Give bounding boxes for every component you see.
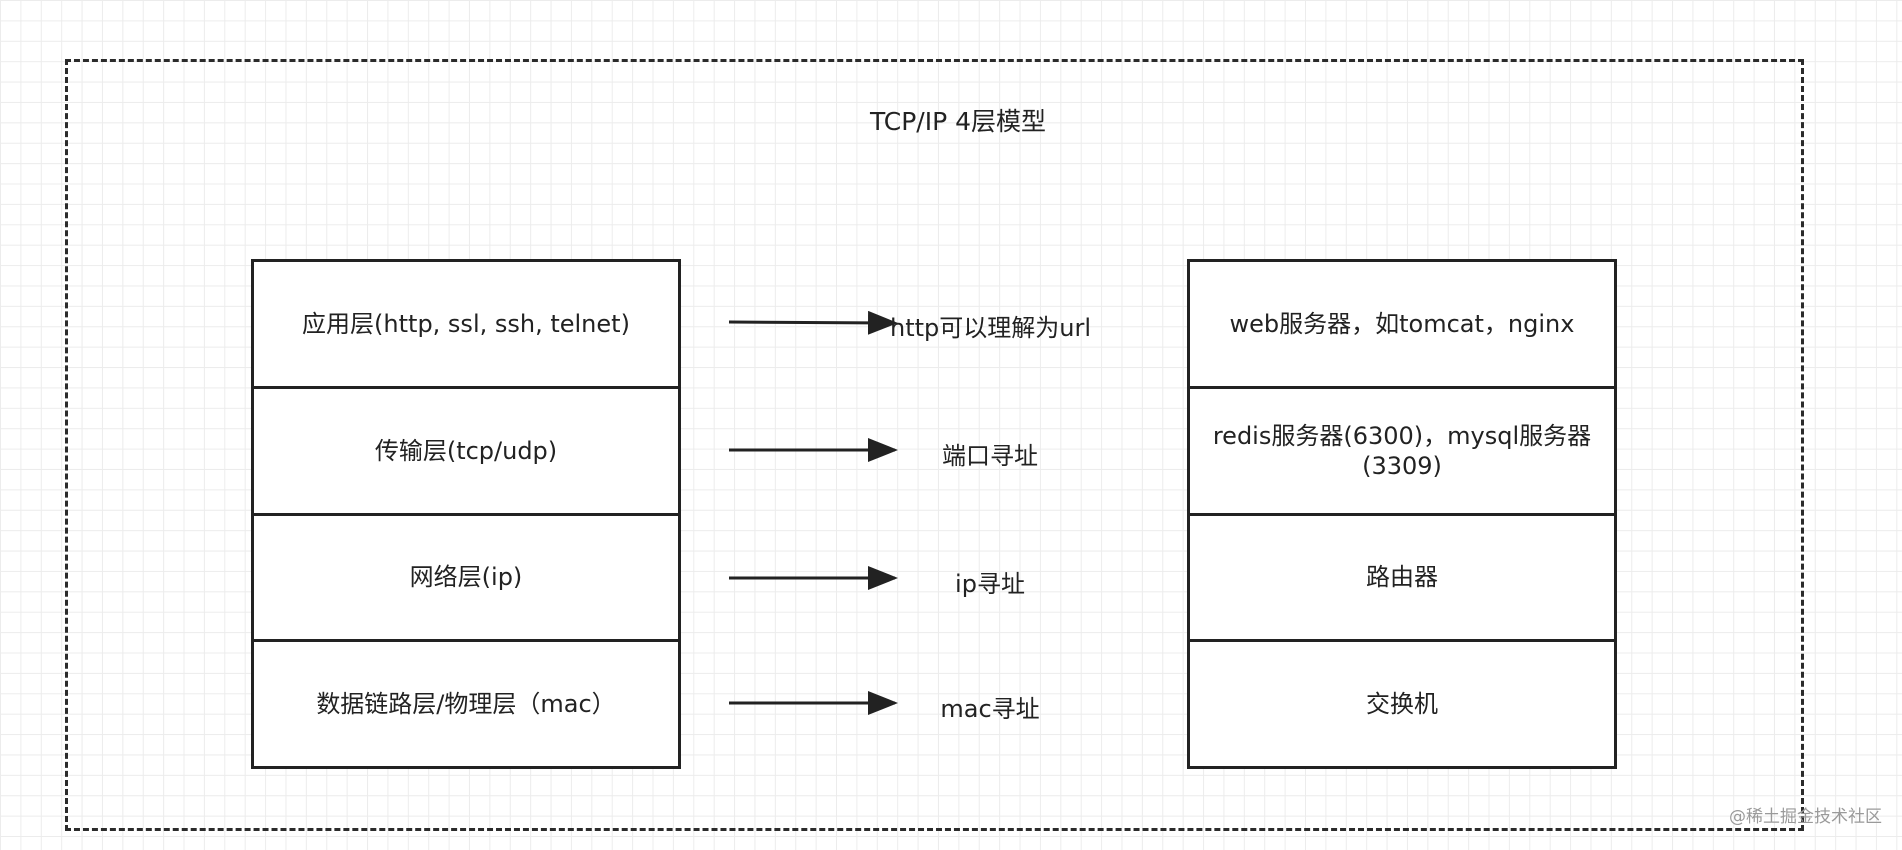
layer-stack: 应用层(http, ssl, ssh, telnet) 传输层(tcp/udp)… — [251, 259, 681, 769]
device-cell-transport: redis服务器(6300)，mysql服务器(3309) — [1190, 385, 1614, 513]
device-cell-application: web服务器，如tomcat，nginx — [1229, 309, 1575, 338]
device-cell-network: 路由器 — [1190, 512, 1614, 640]
layer-cell-application: 应用层(http, ssl, ssh, telnet) — [302, 309, 630, 338]
device-cell-datalink: 交换机 — [1190, 639, 1614, 766]
diagram-frame — [65, 59, 1804, 831]
layer-cell-transport: 传输层(tcp/udp) — [254, 385, 678, 513]
addressing-label-transport: 端口寻址 — [942, 442, 1038, 470]
layer-cell-datalink: 数据链路层/物理层（mac） — [254, 639, 678, 766]
addressing-label-network: ip寻址 — [955, 570, 1025, 598]
watermark: @稀土掘金技术社区 — [1729, 807, 1882, 827]
addressing-label-datalink: mac寻址 — [940, 695, 1040, 723]
arrow-right-icon — [728, 310, 898, 335]
device-stack: web服务器，如tomcat，nginx redis服务器(6300)，mysq… — [1187, 259, 1617, 769]
diagram-title-text: TCP/IP 4层模型 — [869, 107, 1047, 136]
layer-cell-network: 网络层(ip) — [254, 512, 678, 640]
addressing-label-application: http可以理解为url — [890, 314, 1092, 342]
